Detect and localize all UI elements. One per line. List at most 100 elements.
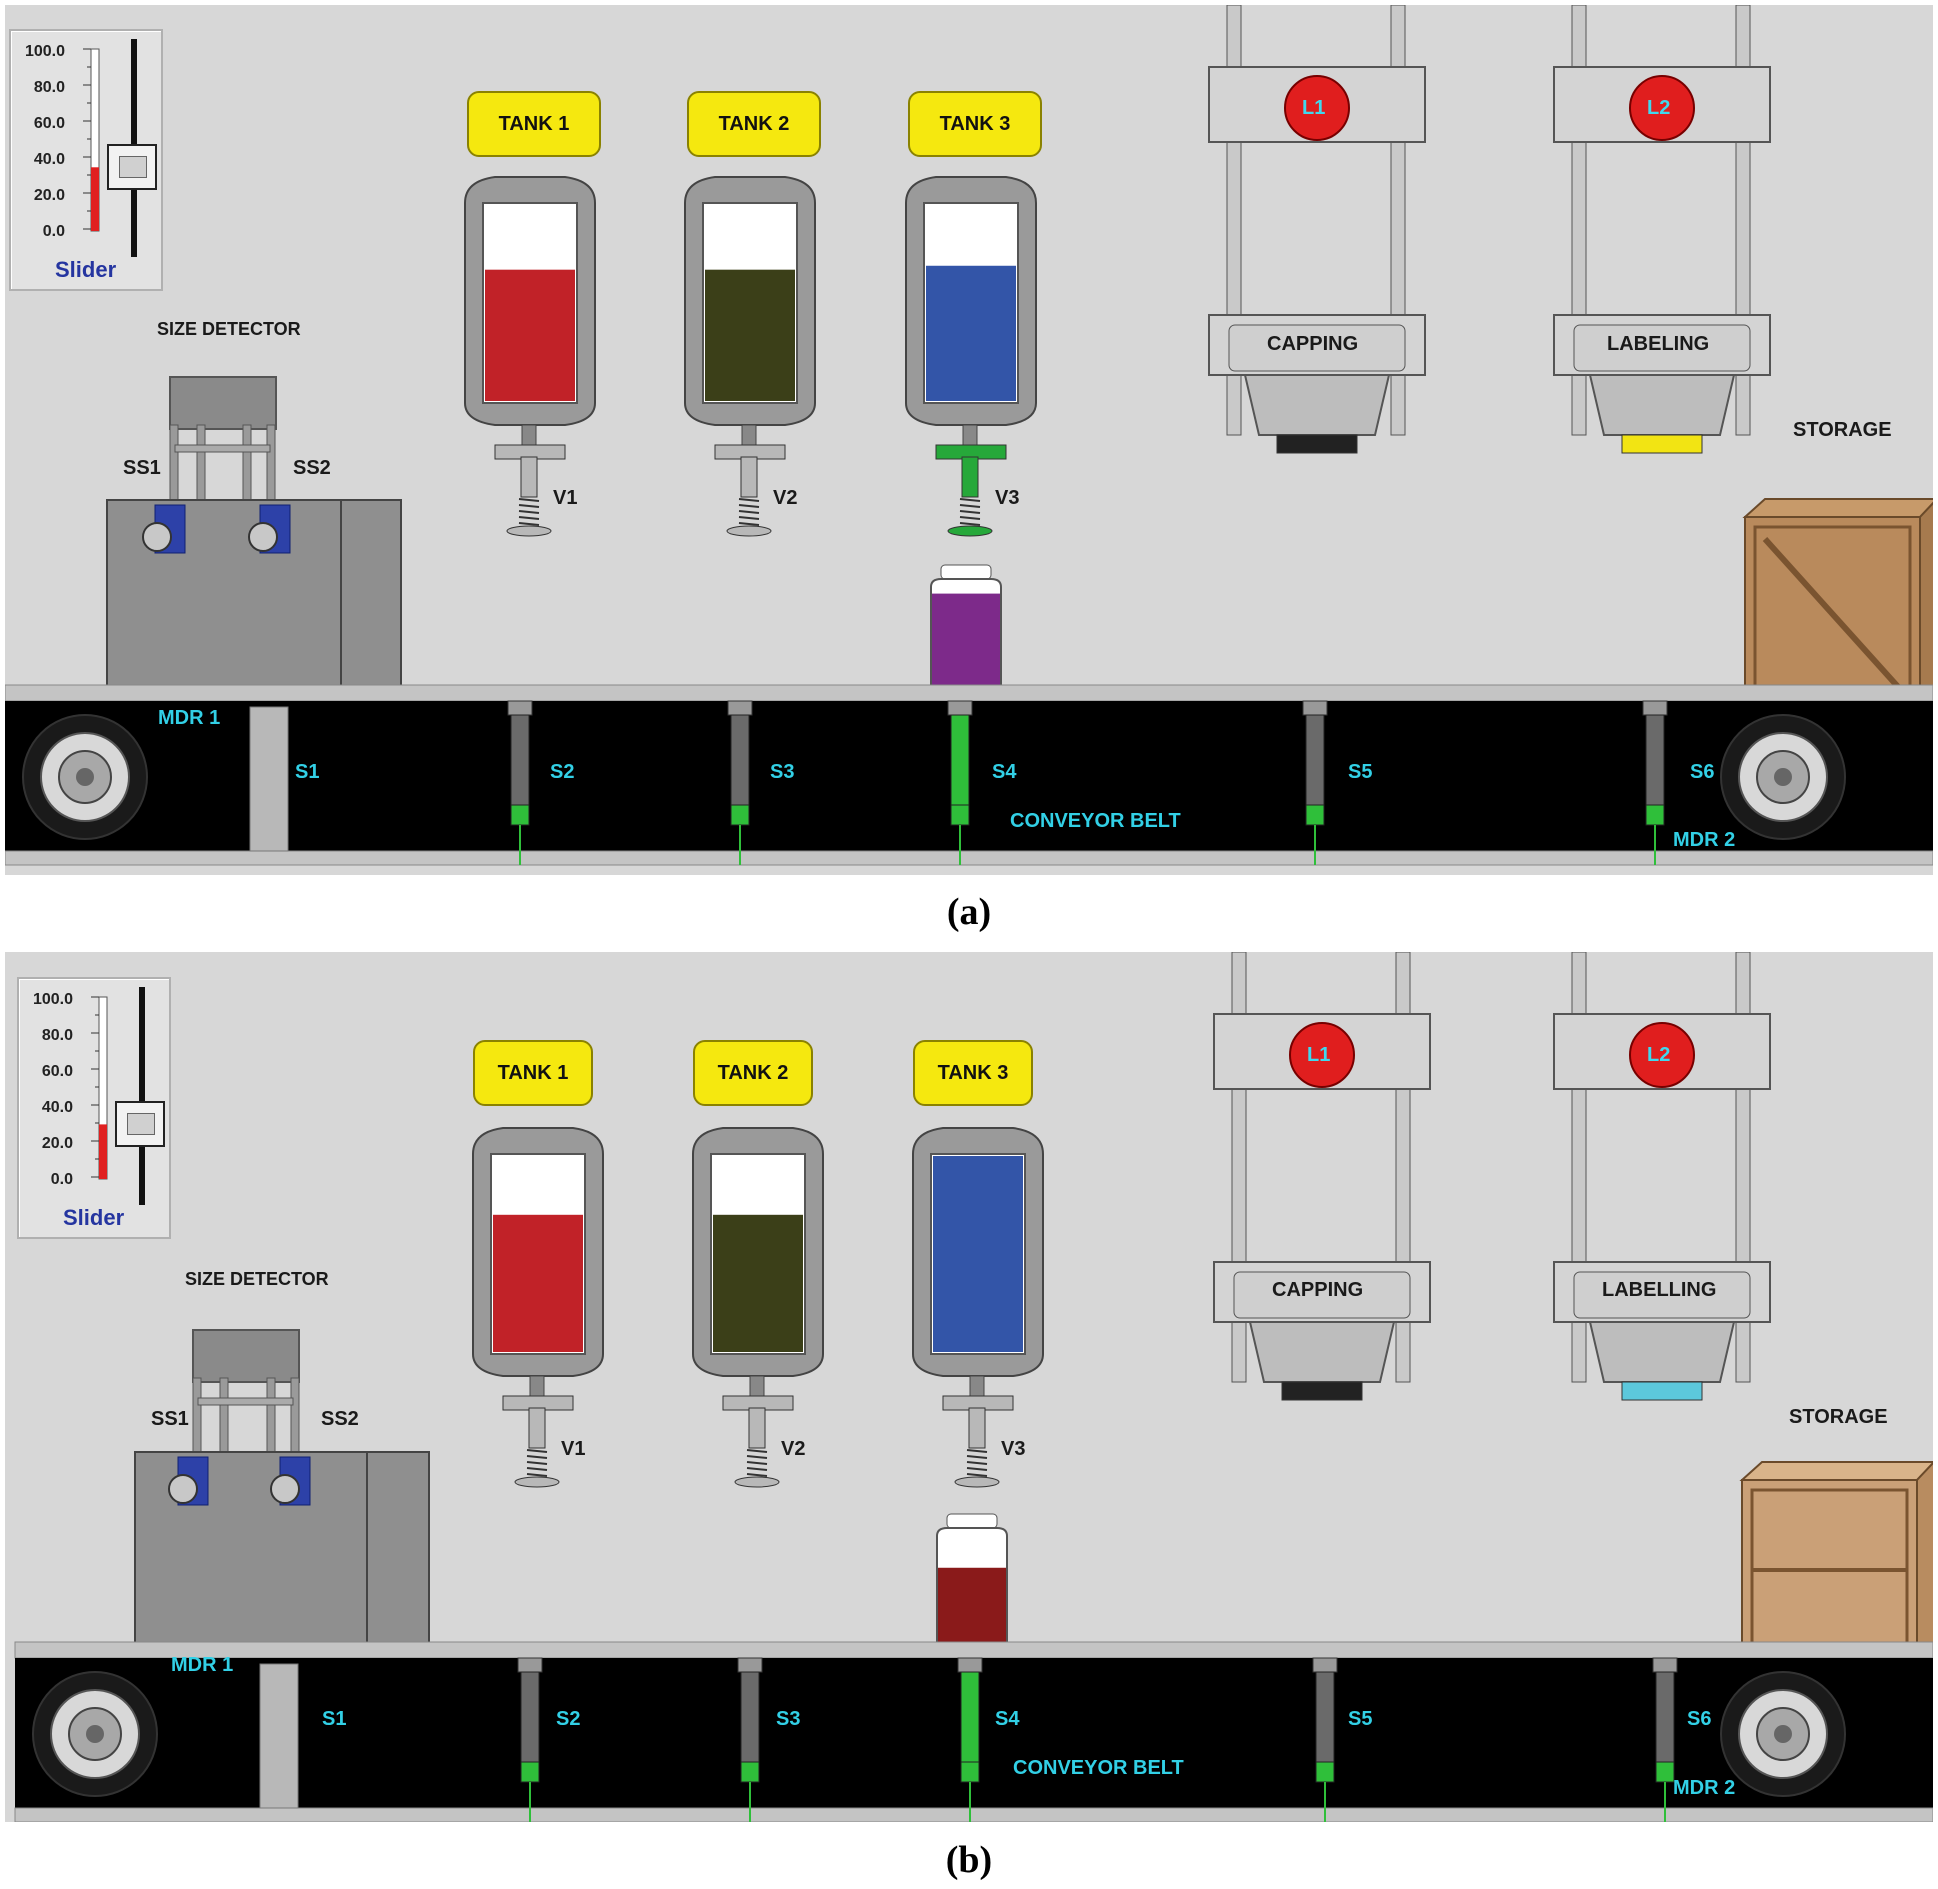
status-indicator <box>1281 1381 1363 1401</box>
proximity-sensor <box>507 700 533 865</box>
sensor-label[interactable]: S6 <box>1687 1708 1712 1730</box>
proximity-sensor <box>727 700 753 865</box>
slider-widget: 100.0 80.0 60.0 40.0 20.0 0.0 Slider <box>9 29 163 291</box>
valve-label[interactable]: V3 <box>1001 1438 1026 1460</box>
labeling-label: LABELLING <box>1602 1279 1717 1301</box>
motor-label-mdr2[interactable]: MDR 2 <box>1673 1777 1736 1799</box>
tank-3-label: TANK 3 <box>908 91 1042 157</box>
caption-a: (a) <box>946 891 992 933</box>
sensor-label[interactable]: S1 <box>295 761 320 783</box>
sensor-label[interactable]: S2 <box>556 1708 581 1730</box>
hmi-panel-a: 100.0 80.0 60.0 40.0 20.0 0.0 Slider SIZ… <box>5 5 1933 875</box>
press-chuck <box>1588 1321 1736 1383</box>
motor-label-mdr1[interactable]: MDR 1 <box>158 707 221 729</box>
size-sensor-label: SS2 <box>293 457 331 479</box>
size-sensor-label: SS1 <box>151 1408 189 1430</box>
conveyor-belt <box>14 1641 1933 1822</box>
indicator-light <box>1289 1022 1355 1088</box>
motor-wheel-mdr2 <box>1720 714 1846 840</box>
slider-scale-label: 20.0 <box>33 187 65 204</box>
status-indicator <box>1621 434 1703 454</box>
motor-wheel-mdr1 <box>32 1671 158 1797</box>
sensor-label[interactable]: S5 <box>1348 761 1373 783</box>
sensor-label[interactable]: S4 <box>995 1708 1020 1730</box>
slider-thumb[interactable] <box>115 1101 165 1148</box>
storage-label: STORAGE <box>1789 1406 1888 1428</box>
tank-2-label: TANK 2 <box>687 91 821 157</box>
tank-outlet <box>529 1375 545 1399</box>
tank-3 <box>912 1127 1044 1488</box>
slider-level-bar <box>99 1124 107 1179</box>
slider-gauge <box>91 987 145 1205</box>
proximity-sensor <box>1302 700 1328 865</box>
size-detector-label: SIZE DETECTOR <box>157 319 301 339</box>
sensor-label[interactable]: S2 <box>550 761 575 783</box>
slider-thumb[interactable] <box>107 144 157 191</box>
size-sensor-ss1 <box>168 1456 209 1506</box>
tank-1 <box>464 176 596 537</box>
label-plate <box>1228 324 1406 372</box>
proximity-sensor <box>1652 1657 1678 1822</box>
slider-scale-label: 80.0 <box>41 1027 73 1044</box>
labeling-machine <box>1553 952 1771 1401</box>
light-l2-label[interactable]: L2 <box>1647 1044 1671 1066</box>
storage-label: STORAGE <box>1793 419 1892 441</box>
belt-rail <box>14 1807 1933 1822</box>
tank-2 <box>684 176 816 537</box>
sensor-label[interactable]: S5 <box>1348 1708 1373 1730</box>
motor-label-mdr1[interactable]: MDR 1 <box>171 1654 234 1676</box>
storage-crate <box>1739 1461 1933 1668</box>
valve-icon <box>942 1395 1014 1488</box>
labeling-machine <box>1553 5 1771 454</box>
proximity-sensor <box>1312 1657 1338 1822</box>
belt-rail <box>5 684 1933 702</box>
size-detector-unit <box>134 1329 430 1653</box>
valve-icon <box>714 444 786 537</box>
tank-outlet <box>741 424 757 448</box>
tank-liquid <box>485 269 575 401</box>
valve-label[interactable]: V1 <box>561 1438 586 1460</box>
bottle-cap <box>940 564 992 580</box>
slider-level-bar <box>91 167 99 231</box>
motor-wheel-mdr2 <box>1720 1671 1846 1797</box>
slider-label: Slider <box>55 257 117 282</box>
slider-scale-label: 100.0 <box>32 991 73 1008</box>
slider-scale-label: 0.0 <box>50 1171 73 1188</box>
valve-label[interactable]: V2 <box>773 487 798 509</box>
slider-scale-label: 40.0 <box>41 1099 73 1116</box>
light-l1-label[interactable]: L1 <box>1307 1044 1331 1066</box>
proximity-sensor <box>957 1657 983 1822</box>
capping-machine <box>1213 952 1431 1401</box>
tank-liquid <box>713 1214 803 1352</box>
bottle-cap <box>946 1513 998 1529</box>
valve-label[interactable]: V1 <box>553 487 578 509</box>
proximity-sensor <box>1642 700 1668 865</box>
tank-2-label: TANK 2 <box>693 1040 813 1106</box>
valve-icon <box>494 444 566 537</box>
valve-icon <box>502 1395 574 1488</box>
size-sensor-ss1 <box>142 504 186 554</box>
sensor-label[interactable]: S4 <box>992 761 1017 783</box>
sensor-label[interactable]: S3 <box>776 1708 801 1730</box>
indicator-light <box>1629 1022 1695 1088</box>
valve-label[interactable]: V3 <box>995 487 1020 509</box>
sensor-label[interactable]: S6 <box>1690 761 1715 783</box>
proximity-sensor <box>947 700 973 865</box>
tank-liquid <box>926 265 1016 401</box>
sensor-label[interactable]: S3 <box>770 761 795 783</box>
size-sensor-ss2 <box>248 504 291 554</box>
motor-wheel-mdr1 <box>22 714 148 840</box>
light-l2-label[interactable]: L2 <box>1647 97 1671 119</box>
conveyor-belt-label: CONVEYOR BELT <box>1013 1757 1184 1779</box>
tank-liquid <box>933 1156 1023 1352</box>
valve-label[interactable]: V2 <box>781 1438 806 1460</box>
valve-icon <box>722 1395 794 1488</box>
tank-liquid <box>493 1214 583 1352</box>
sensor-label[interactable]: S1 <box>322 1708 347 1730</box>
conveyor-belt-label: CONVEYOR BELT <box>1010 810 1181 832</box>
slider-widget: 100.0 80.0 60.0 40.0 20.0 0.0 Slider <box>17 977 171 1239</box>
light-l1-label[interactable]: L1 <box>1302 97 1326 119</box>
size-sensor-ss2 <box>270 1456 311 1506</box>
tank-outlet <box>521 424 537 448</box>
motor-label-mdr2[interactable]: MDR 2 <box>1673 829 1736 851</box>
